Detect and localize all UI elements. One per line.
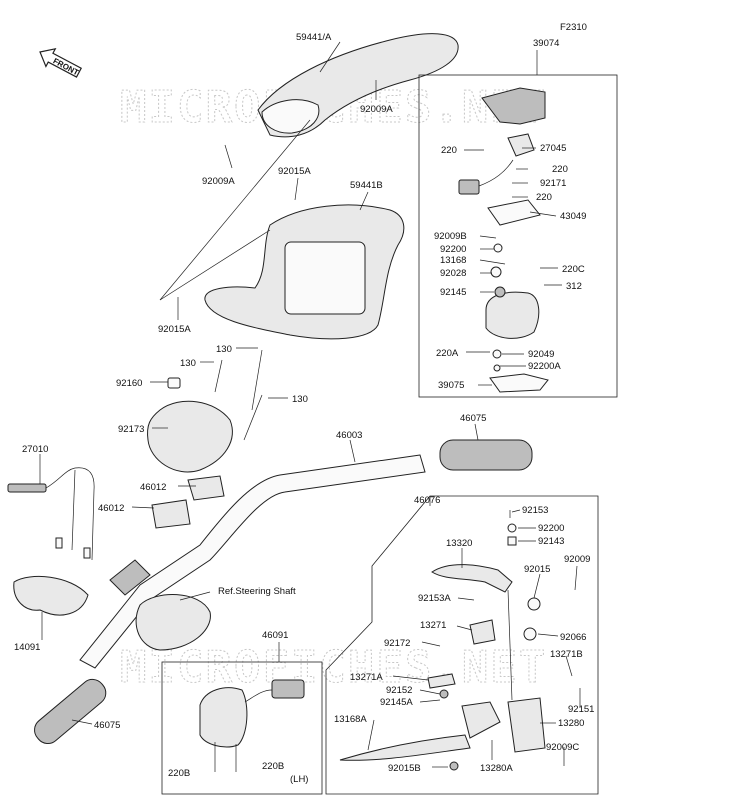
callout-220B-a: 220B (168, 768, 190, 779)
front-arrow-icon: FRONT (39, 47, 83, 78)
callout-46076: 46076 (414, 495, 440, 506)
callout-13271B: 13271B (550, 649, 583, 660)
callout-130-b: 130 (180, 358, 196, 369)
callout-220-b: 220 (552, 164, 568, 175)
callout-92009B: 92009B (434, 231, 467, 242)
callout-92153A: 92153A (418, 593, 451, 604)
steering-mount-part (135, 594, 211, 651)
lever-group-box (325, 495, 599, 795)
callout-220C: 220C (562, 264, 585, 275)
left-grip-part (34, 678, 107, 745)
callout-59441B: 59441B (350, 180, 383, 191)
callout-27045: 27045 (540, 143, 566, 154)
callout-13280A: 13280A (480, 763, 513, 774)
callout-27010: 27010 (22, 444, 48, 455)
callout-13320: 13320 (446, 538, 472, 549)
callout-220B-b: 220B (262, 761, 284, 772)
callout-13271: 13271 (420, 620, 446, 631)
callout-92145: 92145 (440, 287, 466, 298)
lower-cover-part (204, 204, 405, 340)
handlebar-part (79, 439, 533, 669)
callout-220-a: 220 (441, 145, 457, 156)
callout-59441A: 59441/A (296, 32, 332, 43)
callout-92152: 92152 (386, 685, 412, 696)
callout-92145A: 92145A (380, 697, 413, 708)
callout-92049: 92049 (528, 349, 554, 360)
callout-92009A-left: 92009A (202, 176, 235, 187)
callout-92200A: 92200A (528, 361, 561, 372)
callout-13168A: 13168A (334, 714, 367, 725)
callout-92009A-top: 92009A (360, 104, 393, 115)
callout-46012-b: 46012 (98, 503, 124, 514)
callout-39075: 39075 (438, 380, 464, 391)
callout-92143: 92143 (538, 536, 564, 547)
callout-13168: 13168 (440, 255, 466, 266)
callout-46091: 46091 (262, 630, 288, 641)
callout-92171: 92171 (540, 178, 566, 189)
ref-steering-shaft-note: Ref.Steering Shaft (218, 586, 296, 597)
watermark-bottom: MICROFICHES.NET (120, 642, 547, 693)
callout-92028: 92028 (440, 268, 466, 279)
figure-code: F2310 (560, 22, 587, 33)
callout-92015A-top: 92015A (278, 166, 311, 177)
callout-46003: 46003 (336, 430, 362, 441)
callout-92015B: 92015B (388, 763, 421, 774)
callout-46075-bottom: 46075 (94, 720, 120, 731)
left-switch-part (199, 679, 305, 772)
lh-note: (LH) (290, 774, 308, 785)
callout-220-c: 220 (536, 192, 552, 203)
throttle-cable-part (7, 467, 95, 561)
callout-13271A: 13271A (350, 672, 383, 683)
switch-upper-housing (458, 87, 549, 393)
left-switch-box (161, 661, 323, 795)
handlebar-holder-part (147, 349, 263, 529)
callout-130-c: 130 (292, 394, 308, 405)
callout-labels: 59441/A 92009A 92009A 92015A 59441B 9201… (14, 32, 594, 785)
callout-92066: 92066 (560, 632, 586, 643)
callout-13280: 13280 (558, 718, 584, 729)
switch-group-box (418, 74, 618, 398)
leader-lines (39, 41, 581, 768)
callout-92173: 92173 (118, 424, 144, 435)
callout-92153: 92153 (522, 505, 548, 516)
callout-43049: 43049 (560, 211, 586, 222)
callout-39074: 39074 (533, 38, 559, 49)
callout-92009: 92009 (564, 554, 590, 565)
callout-92160: 92160 (116, 378, 142, 389)
callout-92172: 92172 (384, 638, 410, 649)
upper-cover-part (257, 33, 459, 138)
callout-312: 312 (566, 281, 582, 292)
callout-92015: 92015 (524, 564, 550, 575)
callout-92009C: 92009C (546, 742, 579, 753)
callout-130-a: 130 (216, 344, 232, 355)
lever-parts (339, 510, 546, 771)
callout-220A: 220A (436, 348, 459, 359)
callout-46012-a: 46012 (140, 482, 166, 493)
callout-92015A-bottom: 92015A (158, 324, 191, 335)
callout-46075-top: 46075 (460, 413, 486, 424)
callout-92200-a: 92200 (440, 244, 466, 255)
callout-14091: 14091 (14, 642, 40, 653)
callout-92200-b: 92200 (538, 523, 564, 534)
throttle-housing-part (13, 575, 89, 616)
callout-92151: 92151 (568, 704, 594, 715)
